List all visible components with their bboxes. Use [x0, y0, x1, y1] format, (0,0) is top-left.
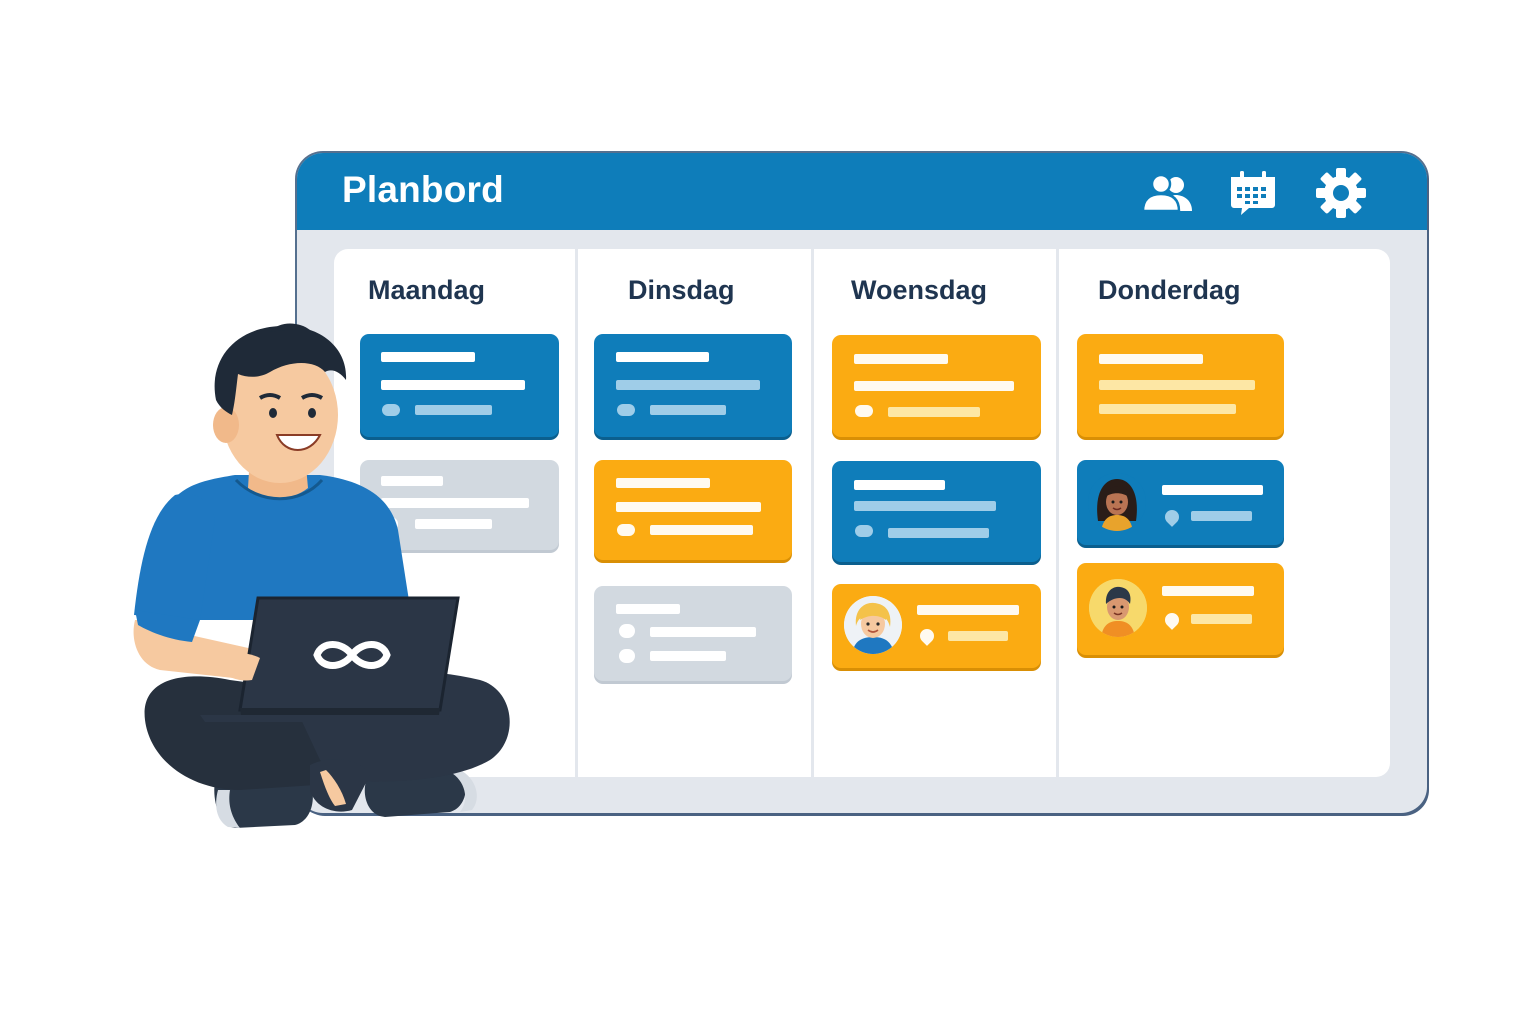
column-title: Donderdag [1098, 275, 1241, 305]
column-dinsdag: Dinsdag [578, 249, 811, 777]
column-title: Dinsdag [628, 275, 735, 305]
task-card[interactable] [1077, 563, 1284, 655]
task-card[interactable] [832, 584, 1041, 668]
gear-icon[interactable] [1313, 168, 1369, 218]
task-card[interactable] [832, 335, 1041, 437]
task-card[interactable] [1077, 460, 1284, 545]
column-divider [575, 249, 578, 777]
task-card[interactable] [594, 460, 792, 560]
column-title: Woensdag [851, 275, 988, 305]
task-card[interactable] [594, 586, 792, 681]
calendar-chat-icon[interactable] [1225, 169, 1281, 217]
users-icon[interactable] [1140, 169, 1196, 217]
task-card[interactable] [832, 461, 1041, 562]
infinity-logo [313, 641, 391, 669]
avatar [844, 596, 902, 654]
column-divider [811, 249, 814, 777]
title-bar: Planbord [297, 153, 1427, 230]
column-donderdag: Donderdag [1059, 249, 1390, 777]
column-divider [1056, 249, 1059, 777]
task-card[interactable] [594, 334, 792, 437]
column-woensdag: Woensdag [814, 249, 1056, 777]
board: Maandag Dinsdag [334, 249, 1390, 777]
task-card[interactable] [360, 334, 559, 437]
task-card[interactable] [1077, 334, 1284, 437]
app-title: Planbord [342, 169, 504, 210]
column-title: Maandag [368, 275, 486, 305]
avatar [1089, 579, 1147, 637]
person-illustration [120, 320, 540, 840]
planbord-window: Planbord [297, 153, 1427, 813]
avatar [1088, 473, 1146, 531]
